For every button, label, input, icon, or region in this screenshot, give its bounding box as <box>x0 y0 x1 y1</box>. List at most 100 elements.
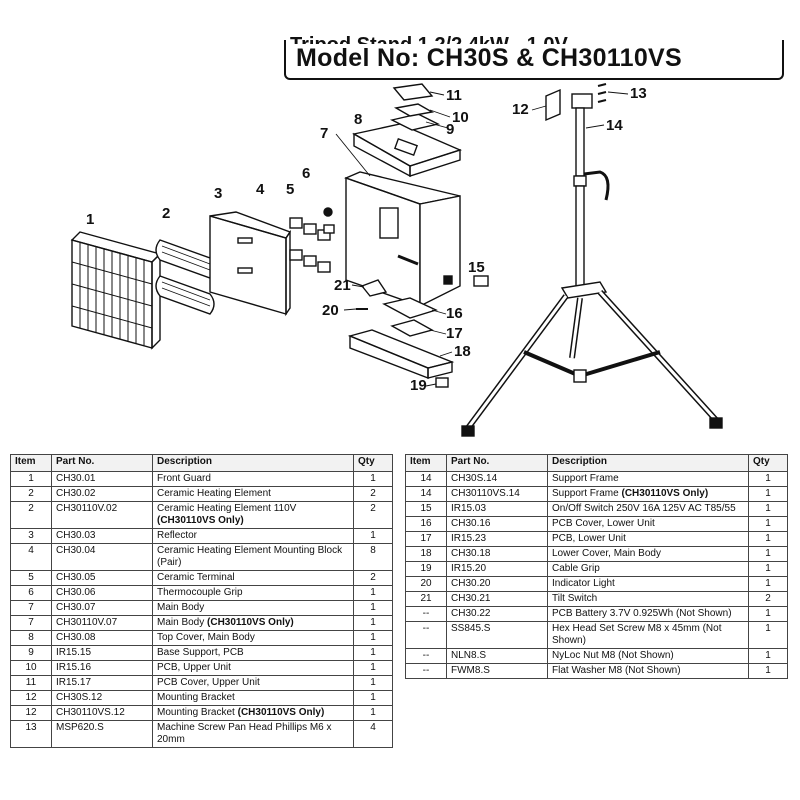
cell-part-no: IR15.03 <box>446 501 548 517</box>
cell-qty: 8 <box>353 543 393 571</box>
description-text: Main Body <box>157 617 205 628</box>
cell-item: -- <box>405 648 447 664</box>
cell-qty: 1 <box>353 705 393 721</box>
cell-qty: 1 <box>353 528 393 544</box>
cell-part-no: CH30.01 <box>51 471 153 487</box>
cell-description: Tilt Switch <box>547 591 749 607</box>
callout-19: 19 <box>410 377 427 394</box>
cell-part-no: CH30.02 <box>51 486 153 502</box>
description-text: Ceramic Terminal <box>157 572 235 583</box>
cell-part-no: IR15.16 <box>51 660 153 676</box>
cell-part-no: CH30S.14 <box>446 471 548 487</box>
callout-6: 6 <box>302 165 310 182</box>
cell-part-no: CH30110VS.14 <box>446 486 548 502</box>
cell-description: Support Frame <box>547 471 749 487</box>
callout-10: 10 <box>452 109 469 126</box>
description-text: PCB, Upper Unit <box>157 662 231 673</box>
cell-description: Ceramic Heating Element Mounting Block (… <box>152 543 354 571</box>
part-reflector <box>209 211 292 317</box>
cell-item: -- <box>405 606 447 622</box>
cell-item: 2 <box>10 486 52 502</box>
description-text: Front Guard <box>157 473 211 484</box>
cell-item: 1 <box>10 471 52 487</box>
cell-qty: 4 <box>353 720 393 748</box>
description-text: Mounting Bracket <box>157 692 235 703</box>
cell-item: 5 <box>10 570 52 586</box>
cell-qty: 1 <box>748 561 788 577</box>
cell-qty: 1 <box>353 690 393 706</box>
callout-17: 17 <box>446 325 463 342</box>
cell-description: Mounting Bracket <box>152 690 354 706</box>
description-text: PCB Cover, Lower Unit <box>552 518 655 529</box>
cell-item: 11 <box>10 675 52 691</box>
cell-item: 3 <box>10 528 52 544</box>
description-text: PCB Cover, Upper Unit <box>157 677 260 688</box>
table-header-row: Item Part No. Description Qty <box>405 454 788 472</box>
description-text: Hex Head Set Screw M8 x 45mm (Not Shown) <box>552 623 722 646</box>
cell-qty: 1 <box>748 621 788 649</box>
cell-item: -- <box>405 663 447 679</box>
part-tripod-stand <box>461 107 723 437</box>
part-lower-cover <box>347 329 455 380</box>
cell-part-no: CH30.18 <box>446 546 548 562</box>
cell-part-no: CH30110VS.12 <box>51 705 153 721</box>
description-text: Base Support, PCB <box>157 647 244 658</box>
cell-part-no: CH30110V.07 <box>51 615 153 631</box>
cell-item: 7 <box>10 600 52 616</box>
cell-qty: 1 <box>748 663 788 679</box>
callout-21: 21 <box>334 277 351 294</box>
cell-description: Main Body (CH30110VS Only) <box>152 615 354 631</box>
cell-description: PCB, Lower Unit <box>547 531 749 547</box>
description-text: Machine Screw Pan Head Phillips M6 x 20m… <box>157 722 332 745</box>
cell-description: PCB Cover, Lower Unit <box>547 516 749 532</box>
cell-part-no: IR15.17 <box>51 675 153 691</box>
cell-part-no: CH30.22 <box>446 606 548 622</box>
cell-description: Ceramic Heating Element <box>152 486 354 502</box>
variant-note: (CH30110VS Only) <box>621 488 709 499</box>
cell-part-no: CH30.07 <box>51 600 153 616</box>
cell-part-no: CH30.21 <box>446 591 548 607</box>
cell-item: 17 <box>405 531 447 547</box>
callout-12: 12 <box>512 101 529 118</box>
cell-description: Front Guard <box>152 471 354 487</box>
cell-item: 10 <box>10 660 52 676</box>
description-text: Ceramic Heating Element Mounting Block (… <box>157 545 343 568</box>
cell-description: Hex Head Set Screw M8 x 45mm (Not Shown) <box>547 621 749 649</box>
cell-part-no: CH30.20 <box>446 576 548 592</box>
cell-part-no: CH30.03 <box>51 528 153 544</box>
cell-description: Indicator Light <box>547 576 749 592</box>
description-text: Thermocouple Grip <box>157 587 243 598</box>
cell-part-no: IR15.15 <box>51 645 153 661</box>
cell-qty: 1 <box>353 645 393 661</box>
cell-item: 15 <box>405 501 447 517</box>
callout-9: 9 <box>446 121 454 138</box>
cell-item: 4 <box>10 543 52 571</box>
cell-item: 14 <box>405 471 447 487</box>
description-text: Main Body <box>157 602 205 613</box>
cell-description: PCB Cover, Upper Unit <box>152 675 354 691</box>
exploded-diagram: 1 2 3 4 5 6 7 8 9 10 11 12 13 14 15 16 1… <box>70 83 723 437</box>
header-item: Item <box>405 454 447 472</box>
cell-description: PCB Battery 3.7V 0.925Wh (Not Shown) <box>547 606 749 622</box>
header-description: Description <box>547 454 749 472</box>
cell-part-no: NLN8.S <box>446 648 548 664</box>
cell-item: 18 <box>405 546 447 562</box>
callout-numbers: 1 2 3 4 5 6 7 8 9 10 11 12 13 14 15 16 1… <box>86 85 647 394</box>
header-part-no: Part No. <box>51 454 153 472</box>
cell-qty: 1 <box>748 576 788 592</box>
cell-description: Ceramic Heating Element 110V (CH30110VS … <box>152 501 354 529</box>
cell-description: Support Frame (CH30110VS Only) <box>547 486 749 502</box>
description-text: Indicator Light <box>552 578 615 589</box>
